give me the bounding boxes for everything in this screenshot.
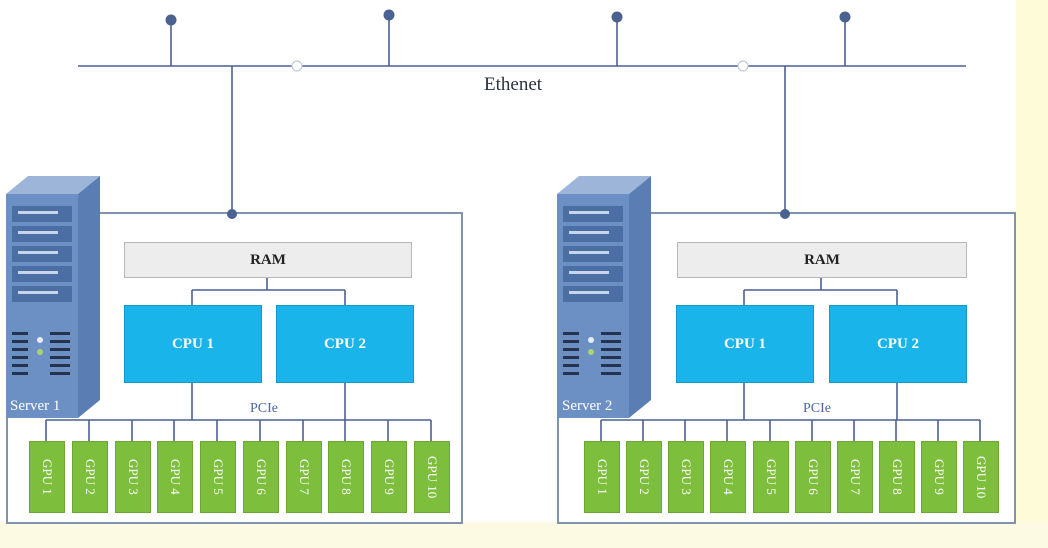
server-1-tower-icon (6, 176, 100, 418)
server-2-cpu-1: CPU 1 (676, 305, 814, 383)
network-node-2 (383, 9, 395, 21)
server-2-gpu: GPU 3 (668, 441, 704, 513)
server-1-pcie-label: PCIe (250, 401, 278, 416)
server-2-gpu: GPU 9 (921, 441, 957, 513)
server-2-gpu: GPU 6 (795, 441, 831, 513)
server-1-gpu: GPU 6 (243, 441, 279, 513)
server-2-junction (780, 209, 790, 219)
server-1-junction (227, 209, 237, 219)
server-1-gpu: GPU 9 (371, 441, 407, 513)
network-node-4 (839, 11, 851, 23)
server-1-cpu-1: CPU 1 (124, 305, 262, 383)
server-1-gpu: GPU 4 (157, 441, 193, 513)
server-2-gpu: GPU 8 (879, 441, 915, 513)
network-node-1 (165, 14, 177, 26)
network-node-3 (611, 11, 623, 23)
server-2-label: Server 2 (562, 398, 613, 414)
server-2-gpu: GPU 1 (584, 441, 620, 513)
ethernet-passive-node-2 (737, 60, 749, 72)
server-2-pcie-label: PCIe (803, 401, 831, 416)
ethernet-passive-node-1 (291, 60, 303, 72)
server-1-gpu: GPU 3 (115, 441, 151, 513)
server-1-gpu: GPU 2 (72, 441, 108, 513)
server-2-gpu: GPU 5 (753, 441, 789, 513)
server-2-gpu: GPU 7 (837, 441, 873, 513)
server-1-ram: RAM (124, 242, 412, 278)
server-2-ram: RAM (677, 242, 967, 278)
ethernet-label: Ethenet (484, 74, 543, 95)
server-1-gpu: GPU 5 (200, 441, 236, 513)
server-2-gpu: GPU 2 (626, 441, 662, 513)
server-2-tower-icon (557, 176, 651, 418)
server-1-cpu-2: CPU 2 (276, 305, 414, 383)
server-1-gpu: GPU 1 (29, 441, 65, 513)
server-1-label: Server 1 (10, 398, 61, 414)
server-2-gpu: GPU 4 (710, 441, 746, 513)
bottom-band (0, 522, 1048, 548)
server-1-gpu: GPU 8 (328, 441, 364, 513)
server-2-gpu: GPU 10 (963, 441, 999, 513)
server-2-cpu-2: CPU 2 (829, 305, 967, 383)
server-1-gpu: GPU 10 (414, 441, 450, 513)
server-1-gpu: GPU 7 (286, 441, 322, 513)
